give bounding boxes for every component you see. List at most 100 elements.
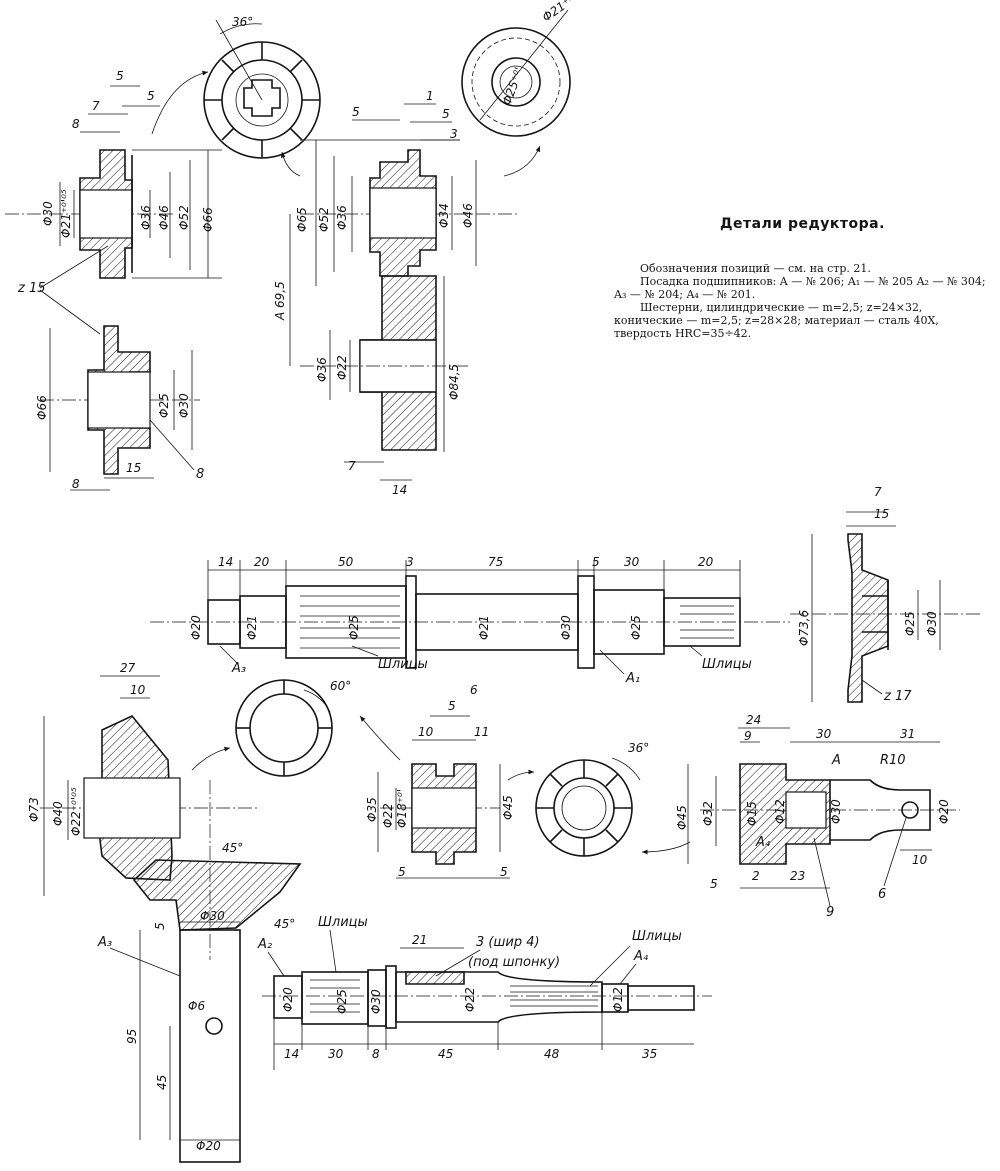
fork-part [687,727,960,889]
label-a1: A₁ [625,671,640,686]
dim-d36-b: Φ36 [335,205,349,230]
dim-d21-a: Φ21⁺⁰'⁰⁵ [59,189,73,238]
dim-d25-b: Φ25 [347,615,361,640]
dim-d25-d: Φ25 [903,611,917,636]
dim-5-i: 5 [500,865,508,879]
dim-d25-c: Φ25 [629,615,643,640]
dim-d20-b: Φ20 [196,1139,221,1153]
dim-d65: Φ65 [295,207,309,232]
label-splines-d: Шлицы [632,929,682,944]
dim-5-b: 5 [147,89,155,103]
dim-d46-b: Φ46 [461,203,475,228]
label-a: A [831,753,841,768]
dim-24: 24 [746,713,761,727]
dim-5-j: 5 [710,877,718,891]
label-z15: z 15 [17,281,46,296]
dim-d21top: Φ21⁺⁰'¹ [540,0,584,24]
dim-d21-b: Φ21 [245,615,259,640]
dim-d30-e: Φ30 [200,909,225,923]
dim-30-b: 30 [816,727,832,741]
drawing-title: Детали редуктора. [720,216,885,232]
dim-3: 3 [450,127,458,141]
angle-60: 60° [330,679,351,693]
gear-part-right [790,511,980,703]
dim-d66-a: Φ66 [201,207,215,232]
label-pos6: 6 [878,887,886,902]
dim-20-b: 20 [698,555,714,569]
dim-14-c: 14 [284,1047,299,1061]
dim-d30-a: Φ30 [41,201,55,226]
dim-d736: Φ73,6 [797,609,811,646]
dim-45-b: 45 [438,1047,453,1061]
label-a4-a: A₄ [755,835,771,850]
dim-d20-a: Φ20 [189,615,203,640]
dim-5-d: 5 [442,107,450,121]
dim-d22-a: Φ22 [335,355,349,380]
gear-end-view-top-right [461,9,571,137]
dim-d52-a: Φ52 [177,205,191,230]
angle-45-a: 45° [222,841,243,855]
dim-23: 23 [790,869,805,883]
dim-8-a: 8 [72,117,80,131]
dim-20-a: 20 [254,555,270,569]
dim-d45-b: Φ45 [675,805,689,830]
dim-d66-b: Φ66 [35,395,49,420]
dim-d32: Φ32 [701,801,715,826]
dim-5-g: 5 [448,699,456,713]
dim-d40: Φ40 [51,801,65,826]
dim-1: 1 [426,89,434,103]
dim-9-a: 9 [744,729,752,743]
angle-36-b: 36° [628,741,649,755]
dim-75: 75 [488,555,503,569]
dim-8-b: 8 [72,477,80,491]
gear-part-top-left [5,149,222,279]
gear-part-left-middle [40,325,200,491]
dim-7-c: 7 [874,485,882,499]
dim-50: 50 [338,555,354,569]
note-gears: Шестерни, цилиндрические — m=2,5; z=24×3… [614,301,939,340]
label-a3-b: A₃ [97,935,112,950]
dim-d46-a: Φ46 [157,205,171,230]
spline-end-view [235,679,333,777]
dim-d34: Φ34 [437,203,451,228]
dim-5-f: 5 [153,922,167,930]
dim-5-h: 5 [398,865,406,879]
dim-7-b: 7 [348,459,356,473]
dim-d36-a: Φ36 [139,205,153,230]
label-a3-a: A₃ [231,661,246,676]
dim-35: 35 [642,1047,657,1061]
dim-48: 48 [544,1047,560,1061]
dim-d21-c: Φ21 [477,615,491,640]
dim-6-a: 6 [470,683,478,697]
label-a2: A₂ [257,937,272,952]
label-a4-b: A₄ [633,949,649,964]
dim-10-c: 10 [912,853,928,867]
label-splines-b: Шлицы [702,657,752,672]
label-splines-a: Шлицы [378,657,428,672]
shaft-bottom [262,947,712,1070]
dim-d35: Φ35 [365,797,379,822]
dim-3-b: 3 [406,555,414,569]
dim-10-a: 10 [130,683,146,697]
drawing-notes: Обозначения позиций — см. на стр. 21. По… [614,262,986,340]
label-r10: R10 [880,753,906,768]
dim-7-a: 7 [92,99,100,113]
dim-d30-g: Φ30 [369,989,383,1014]
dim-30-c: 30 [328,1047,344,1061]
dim-d30-f: Φ30 [829,799,843,824]
dim-14-b: 14 [218,555,233,569]
label-splines-c: Шлицы [318,915,368,930]
dim-5-e: 5 [592,555,600,569]
angle-36-a: 36° [232,15,253,29]
dim-27: 27 [120,661,136,675]
dim-d30-d: Φ30 [925,611,939,636]
dim-15-a: 15 [126,461,141,475]
gear-end-view-top [203,19,321,159]
dim-2: 2 [752,869,760,883]
dim-d15: Φ15 [745,801,759,826]
sleeve-end-view [535,757,641,857]
dim-15-b: 15 [874,507,889,521]
dim-95: 95 [125,1029,139,1044]
dim-d22-05: Φ22⁺⁰'⁰⁵ [69,787,83,836]
